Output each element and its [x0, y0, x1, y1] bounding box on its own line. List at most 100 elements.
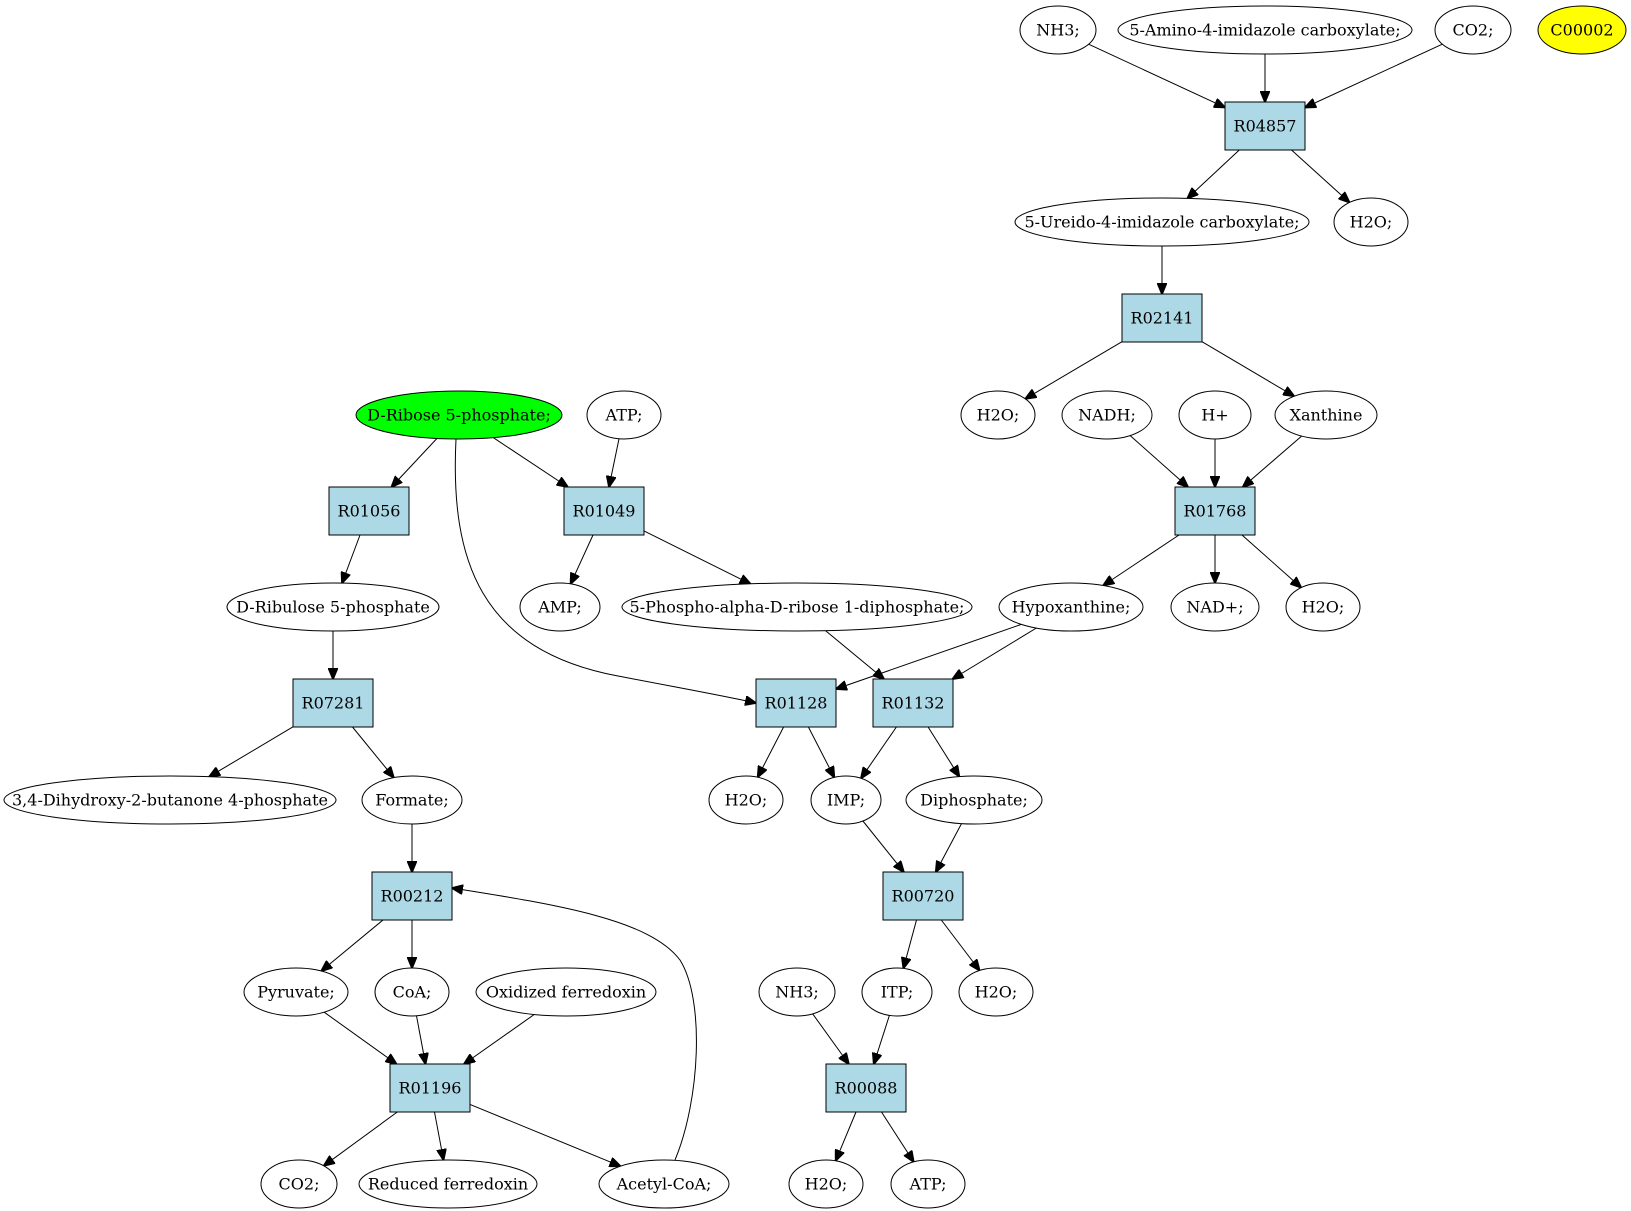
node-label: AMP; — [537, 598, 582, 617]
node-label: Xanthine — [1290, 406, 1363, 425]
compound-ellipse — [1285, 582, 1361, 632]
edge-r02141-to-h2o_b — [1025, 341, 1123, 399]
compound-ellipse — [519, 582, 601, 632]
edge-acetylcoa-to-r00212 — [452, 888, 697, 1161]
reaction-box — [825, 1063, 907, 1113]
compound-ellipse — [708, 775, 784, 825]
reaction-box — [1174, 486, 1256, 536]
node-label: R01196 — [399, 1079, 462, 1098]
reaction-node-r01049[interactable]: R01049 — [563, 486, 645, 536]
compound-node-aica[interactable]: 5-Amino-4-imidazole carboxylate; — [1117, 5, 1413, 55]
compound-node-hypoxanthine[interactable]: Hypoxanthine; — [998, 582, 1144, 632]
edge-r04857-to-h2o_a — [1291, 149, 1350, 203]
node-label: ATP; — [605, 406, 643, 425]
compound-node-diphosphate[interactable]: Diphosphate; — [905, 775, 1043, 825]
compound-ellipse — [998, 582, 1144, 632]
edge-r01049-to-prpp — [643, 530, 751, 584]
edge-r07281-to-dhbp — [209, 726, 294, 777]
node-label: R00088 — [835, 1079, 898, 1098]
edge-coa-to-r01196 — [416, 1015, 426, 1064]
compound-node-formate[interactable]: Formate; — [361, 775, 463, 825]
compound-node-xanthine[interactable]: Xanthine — [1274, 390, 1378, 440]
edge-r00212-to-pyruvate — [321, 919, 384, 971]
reaction-node-r07281[interactable]: R07281 — [292, 678, 374, 728]
reaction-node-r00088[interactable]: R00088 — [825, 1063, 907, 1113]
compound-node-ribose5p[interactable]: D-Ribose 5-phosphate; — [355, 390, 563, 440]
reaction-node-r01196[interactable]: R01196 — [389, 1063, 471, 1113]
node-label: 5-Amino-4-imidazole carboxylate; — [1129, 21, 1400, 40]
compound-ellipse — [1170, 582, 1260, 632]
edge-imp-to-r00720 — [862, 820, 904, 872]
compound-node-atp_a[interactable]: ATP; — [586, 390, 662, 440]
compound-node-dhbp[interactable]: 3,4-Dihydroxy-2-butanone 4-phosphate — [3, 775, 337, 825]
edge-r01768-to-h2o_c — [1241, 534, 1301, 588]
edge-r04857-to-uica — [1187, 149, 1240, 198]
edge-r00720-to-h2o_e — [940, 919, 979, 971]
compound-node-amp[interactable]: AMP; — [519, 582, 601, 632]
compound-node-nadplus[interactable]: NAD+; — [1170, 582, 1260, 632]
compound-ellipse — [361, 775, 463, 825]
compound-node-h2o_c[interactable]: H2O; — [1285, 582, 1361, 632]
reaction-node-r04857[interactable]: R04857 — [1224, 101, 1306, 151]
reaction-node-r00212[interactable]: R00212 — [371, 871, 453, 921]
nodes-layer: NH3; 5-Amino-4-imidazole carboxylate; CO2;… — [3, 5, 1627, 1209]
compound-node-itp[interactable]: ITP; — [861, 967, 933, 1017]
reaction-node-r00720[interactable]: R00720 — [882, 871, 964, 921]
compound-node-atp_b[interactable]: ATP; — [890, 1159, 966, 1209]
reaction-box — [1224, 101, 1306, 151]
compound-node-h2o_e[interactable]: H2O; — [958, 967, 1034, 1017]
node-label: CoA; — [393, 983, 432, 1002]
compound-node-h2o_b[interactable]: H2O; — [960, 390, 1036, 440]
reaction-box — [292, 678, 374, 728]
node-label: H2O; — [725, 791, 768, 810]
edge-r01056-to-ribulose5p — [342, 534, 361, 583]
edge-hypoxanthine-to-r01132 — [953, 627, 1037, 679]
compound-node-acetylcoa[interactable]: Acetyl-CoA; — [598, 1159, 730, 1209]
compound-node-nadh[interactable]: NADH; — [1061, 390, 1153, 440]
compound-node-redfd[interactable]: Reduced ferredoxin — [358, 1159, 538, 1209]
compound-ellipse — [890, 1159, 966, 1209]
reaction-box — [755, 678, 837, 728]
compound-ellipse — [260, 1159, 338, 1209]
compound-node-oxfd[interactable]: Oxidized ferredoxin — [475, 967, 657, 1017]
edge-ribose5p-to-r01049 — [492, 437, 568, 487]
node-label: H2O; — [1302, 598, 1345, 617]
reaction-node-r01056[interactable]: R01056 — [328, 486, 410, 536]
edge-r01768-to-hypoxanthine — [1103, 534, 1180, 586]
node-label: Pyruvate; — [257, 983, 335, 1002]
compound-node-co2_b[interactable]: CO2; — [260, 1159, 338, 1209]
compound-node-hplus[interactable]: H+ — [1178, 390, 1252, 440]
compound-node-ribulose5p[interactable]: D-Ribulose 5-phosphate — [226, 582, 440, 632]
edge-r07281-to-formate — [352, 726, 394, 778]
compound-node-coa[interactable]: CoA; — [374, 967, 450, 1017]
compound-ellipse — [586, 390, 662, 440]
compound-ellipse — [226, 582, 440, 632]
compound-node-h2o_a[interactable]: H2O; — [1333, 197, 1409, 247]
compound-node-co2_a[interactable]: CO2; — [1434, 5, 1512, 55]
compound-ellipse — [475, 967, 657, 1017]
reaction-node-r01768[interactable]: R01768 — [1174, 486, 1256, 536]
compound-node-pyruvate[interactable]: Pyruvate; — [243, 967, 349, 1017]
compound-node-imp[interactable]: IMP; — [810, 775, 882, 825]
compound-node-h2o_f[interactable]: H2O; — [788, 1159, 864, 1209]
compound-node-uica[interactable]: 5-Ureido-4-imidazole carboxylate; — [1014, 197, 1310, 247]
reaction-box — [872, 678, 954, 728]
compound-ellipse — [621, 582, 973, 632]
reaction-node-r02141[interactable]: R02141 — [1121, 293, 1203, 343]
node-label: R01049 — [573, 502, 636, 521]
compound-node-nh3_b[interactable]: NH3; — [758, 967, 836, 1017]
reaction-node-r01128[interactable]: R01128 — [755, 678, 837, 728]
compound-node-c00002[interactable]: C00002 — [1537, 5, 1627, 55]
node-label: R01132 — [882, 694, 945, 713]
compound-node-nh3_a[interactable]: NH3; — [1019, 5, 1097, 55]
node-label: H2O; — [805, 1175, 848, 1194]
compound-ellipse — [243, 967, 349, 1017]
edge-co2_a-to-r04857 — [1305, 43, 1443, 107]
node-label: Diphosphate; — [920, 791, 1028, 810]
node-label: Acetyl-CoA; — [616, 1175, 712, 1194]
compound-node-h2o_d[interactable]: H2O; — [708, 775, 784, 825]
node-label: D-Ribose 5-phosphate; — [367, 406, 551, 425]
node-label: R01768 — [1184, 502, 1247, 521]
reaction-node-r01132[interactable]: R01132 — [872, 678, 954, 728]
compound-node-prpp[interactable]: 5-Phospho-alpha-D-ribose 1-diphosphate; — [621, 582, 973, 632]
